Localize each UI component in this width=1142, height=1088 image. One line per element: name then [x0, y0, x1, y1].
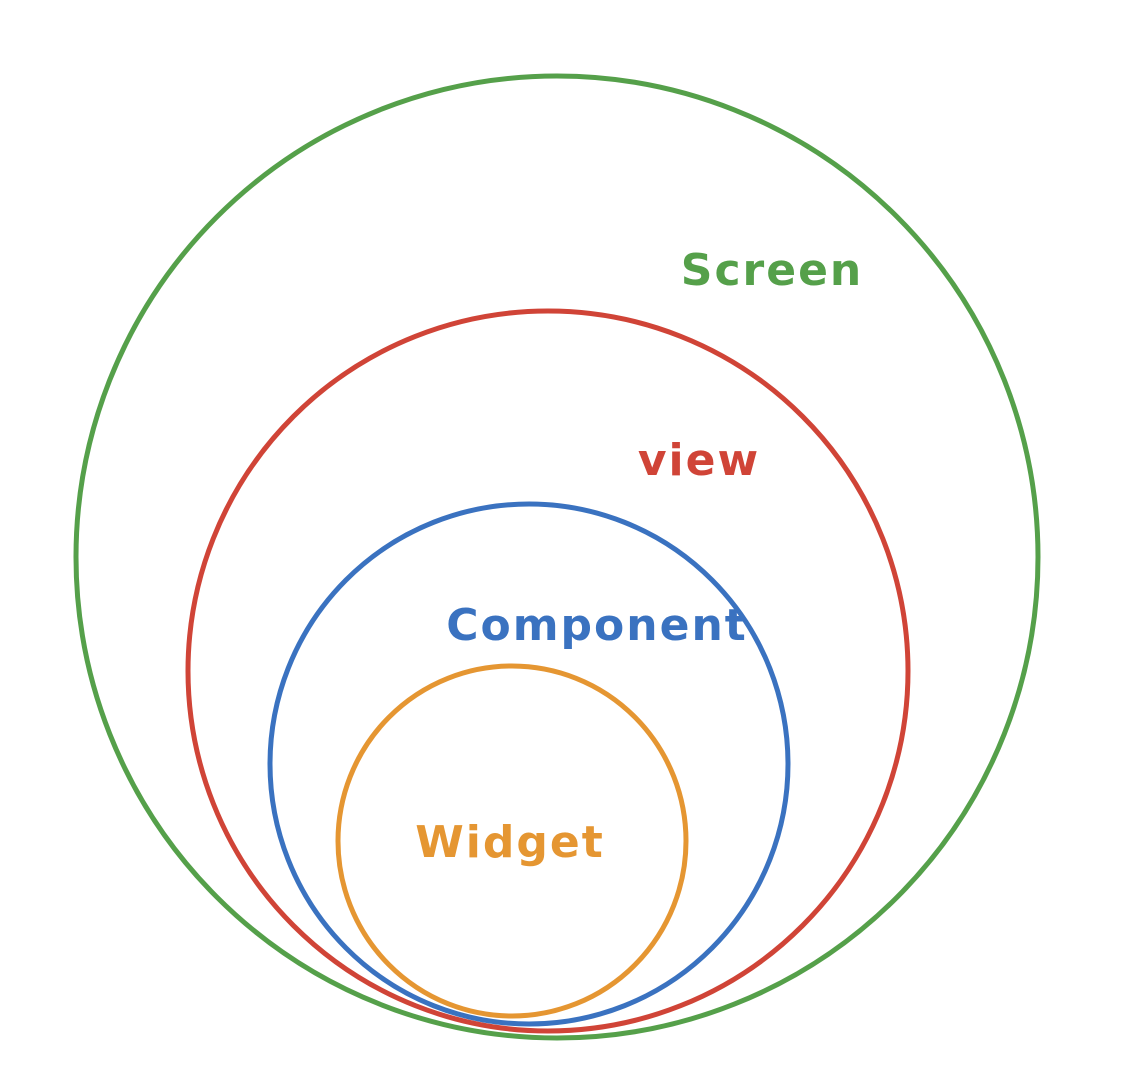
screen-ring — [73, 73, 1041, 1041]
component-label: Component — [446, 600, 748, 651]
view-label: view — [638, 435, 760, 486]
component-ring — [267, 501, 791, 1027]
widget-layer: Widget — [335, 663, 689, 1019]
component-layer: Component — [267, 501, 791, 1027]
screen-layer: Screen — [73, 73, 1041, 1041]
widget-ring — [335, 663, 689, 1019]
view-ring — [185, 308, 911, 1034]
view-layer: view — [185, 308, 911, 1034]
widget-label: Widget — [415, 817, 604, 868]
screen-label: Screen — [681, 245, 863, 296]
